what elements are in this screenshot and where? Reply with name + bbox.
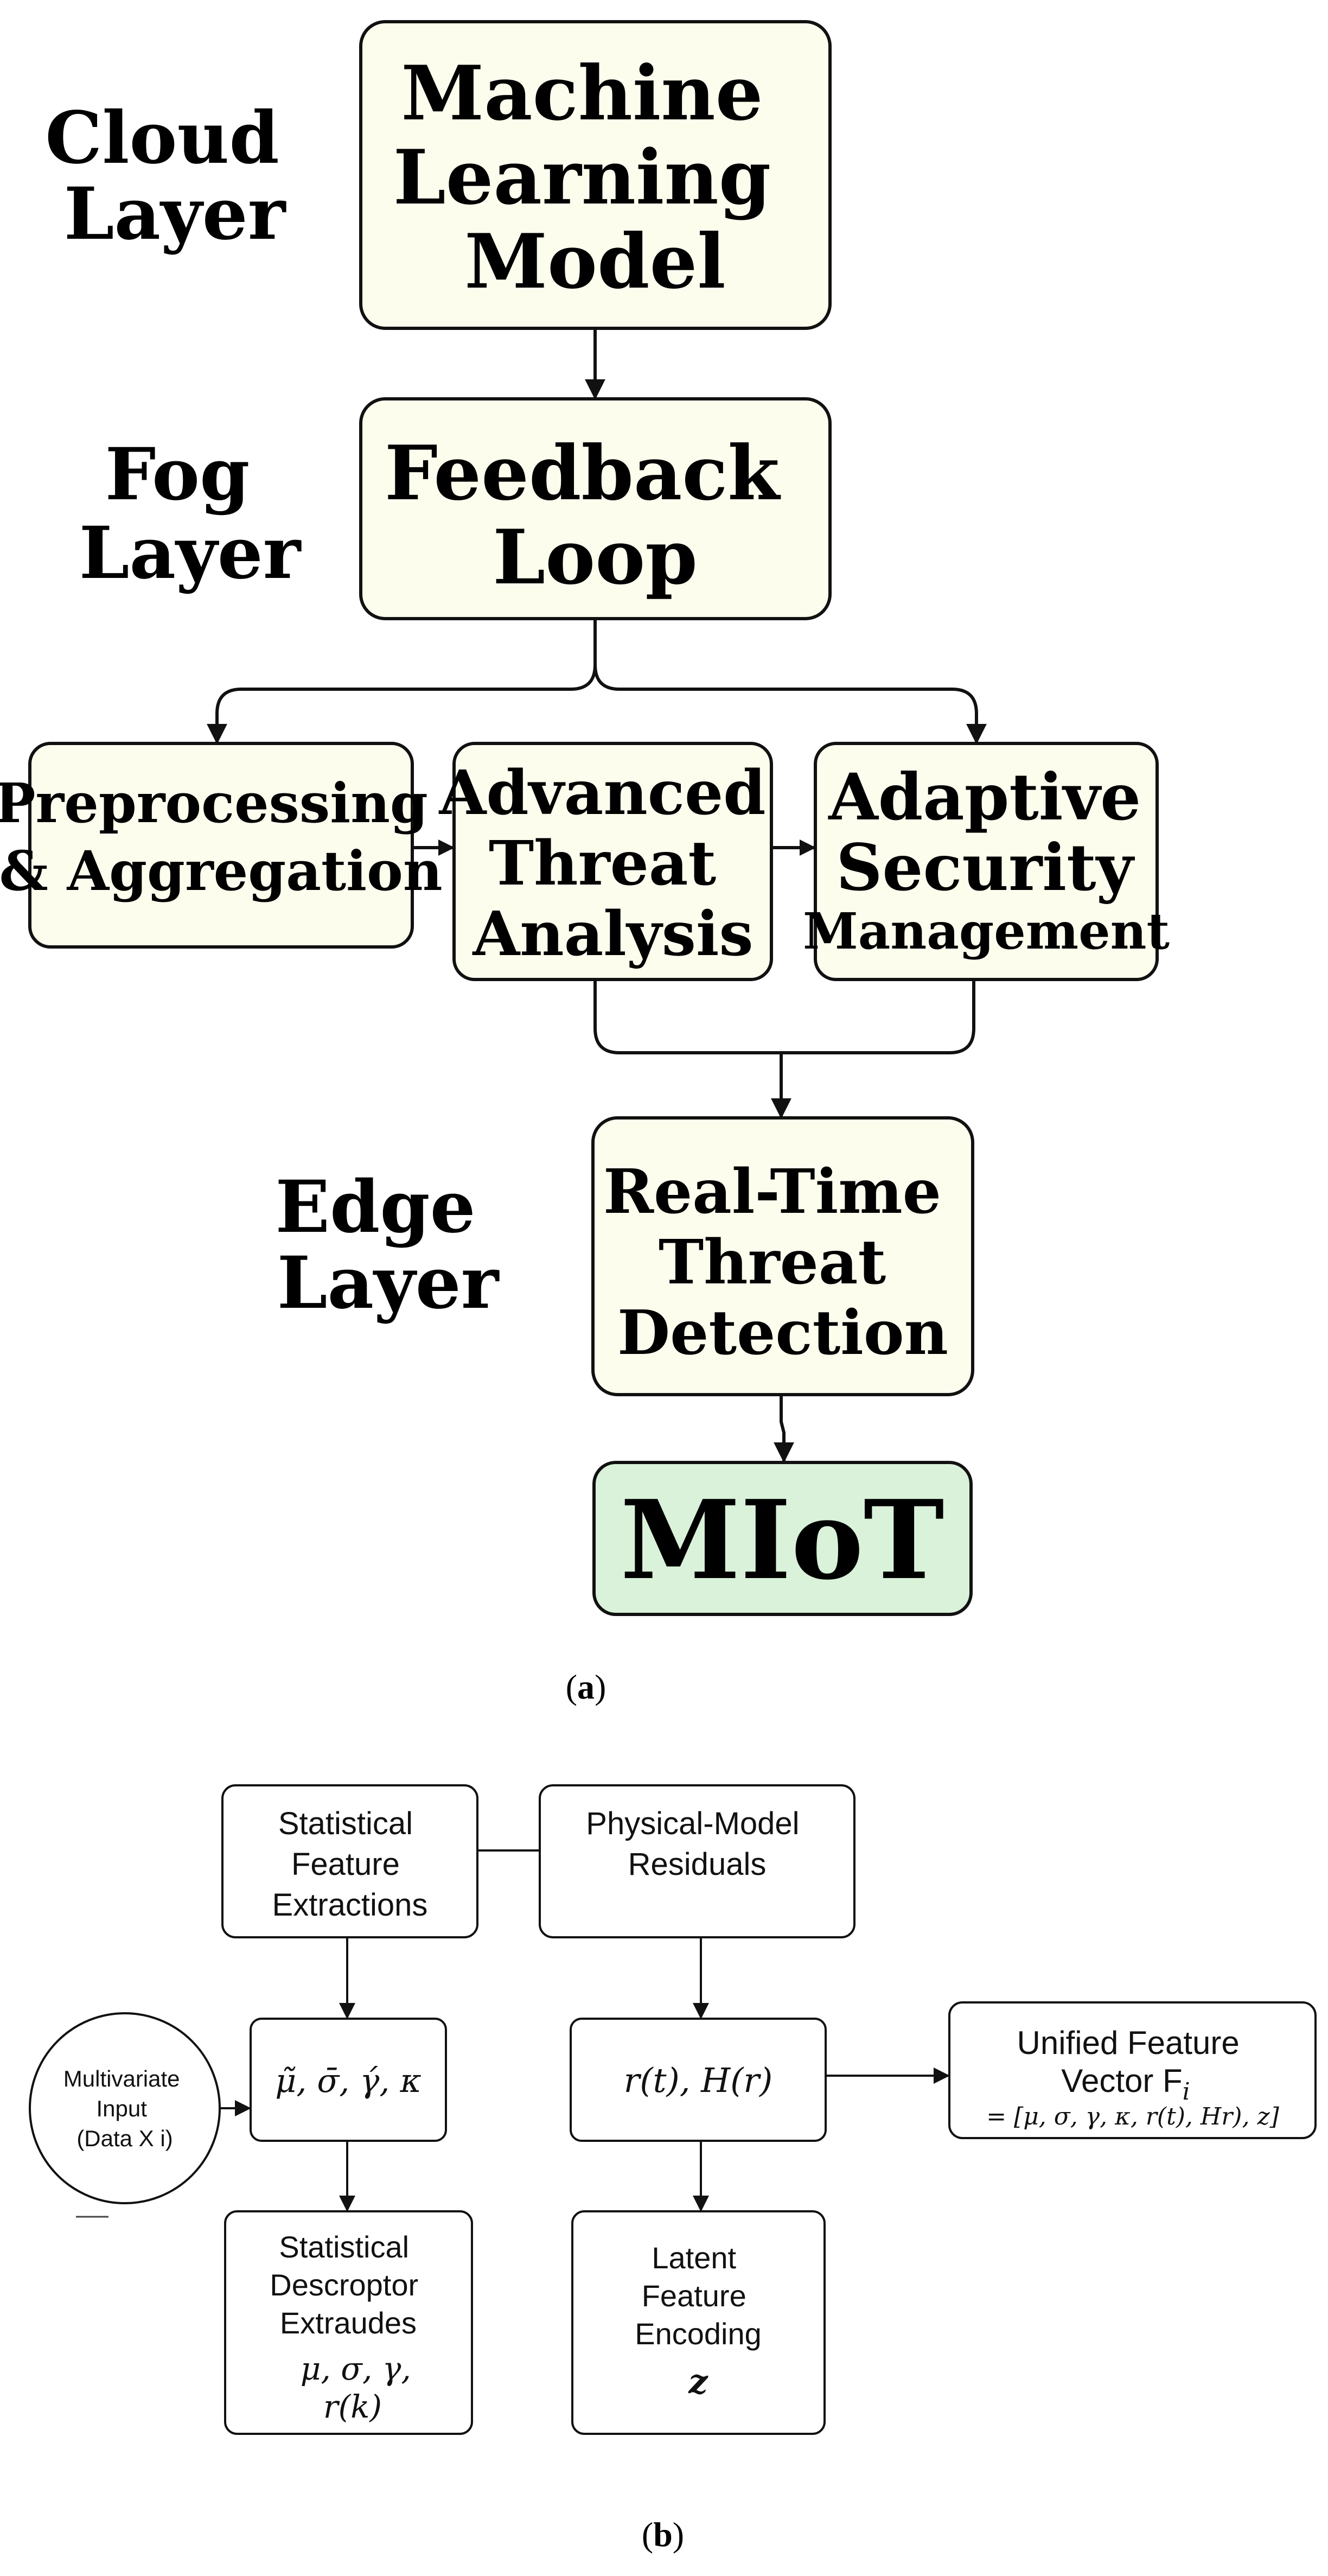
miot-label: MIoT [620,1477,944,1604]
threat-analysis-label: Advanced Threat Analysis [438,758,787,970]
threat-analysis-box [452,742,773,981]
multivariate-input-label: Multivariate Input (Data X i) [63,2066,186,2151]
panel-b: Statistical Feature Extractions Physical… [29,1784,1317,2554]
adaptive-security-label: Adaptive Security Management [803,759,1170,961]
adaptive-security-box [814,742,1159,981]
unified-feature-label: Unified Feature Vector Fi [1017,2025,1249,2106]
descriptor-math: μ, σ, γ, r(k) [301,2350,422,2425]
latent-label: Latent Feature Encoding [635,2241,762,2351]
preprocessing-label: Preprocessing & Aggregation [0,771,447,903]
feedback-loop-label: Feedback Loop [385,429,806,601]
ml-model-label: Machine Learning Model [393,49,797,306]
miot-box [592,1461,973,1616]
unified-feature-box [948,2001,1317,2139]
latent-math: z [688,2362,708,2401]
descriptor-box [224,2210,473,2435]
residual-symbols-box [570,2018,827,2142]
descriptor-label: Statistical Descroptor Extraudes [270,2230,426,2340]
arrow-feedback-to-adaptive [593,664,987,745]
join-bracket [593,979,975,1054]
fog-layer-label: Fog Layer [79,432,302,595]
statistical-feature-label: Statistical Feature Extractions [272,1806,428,1923]
stat-symbols-label: μ̃, σ̄, γ́, κ [275,2062,422,2100]
arrow-realtime-to-miot [774,1395,794,1463]
caption-a: (a) [566,1668,606,1706]
physical-model-box [539,1784,855,1938]
caption-b: (b) [642,2515,684,2554]
statistical-feature-box [221,1784,478,1938]
preprocessing-box [28,742,414,949]
unified-feature-formula: = [μ, σ, γ, κ, r(t), Hr), z] [986,2103,1279,2130]
latent-box [571,2210,826,2435]
residual-symbols-label: r(t), H(r) [624,2060,772,2100]
realtime-detection-label: Real-Time Threat Detection [603,1156,962,1369]
cloud-layer-label: Cloud Layer [45,96,304,256]
physical-model-label: Physical-Model Residuals [586,1806,808,1882]
arrow-feedback-to-preprocessing [207,619,597,745]
panel-a: Cloud Layer Fog Layer Edge Layer Machine… [0,20,1170,1706]
edge-layer-label: Edge Layer [275,1165,500,1325]
